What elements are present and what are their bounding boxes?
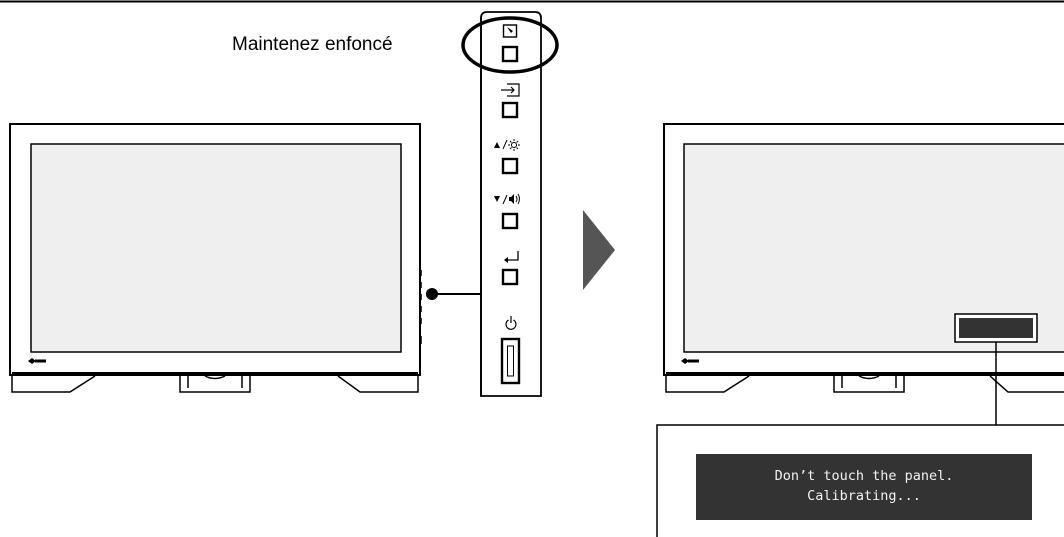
right-monitor — [663, 123, 1064, 393]
osd-message-line1: Don’t touch the panel. — [774, 468, 954, 484]
left-monitor-screen — [30, 143, 402, 353]
left-monitor — [9, 123, 422, 393]
mini-osd — [959, 318, 1033, 338]
enter-button[interactable] — [501, 251, 519, 286]
power-icon — [505, 316, 517, 330]
up-brightness-button[interactable] — [494, 139, 520, 175]
highlight-ellipse — [461, 16, 559, 74]
input-switch-icon — [501, 83, 520, 97]
up-brightness-icon — [494, 139, 520, 151]
osd-message-line2: Calibrating... — [807, 488, 921, 504]
hold-instruction-label: Maintenez enfoncé — [232, 34, 393, 55]
osd-callout-box — [656, 424, 1064, 537]
callout-connector — [426, 288, 481, 300]
power-button[interactable] — [500, 316, 521, 385]
touch-calibration-button[interactable] — [501, 24, 519, 63]
osd-message-panel — [696, 454, 1032, 520]
input-switch-button[interactable] — [501, 83, 520, 119]
enter-icon — [504, 251, 519, 263]
down-volume-button[interactable] — [494, 193, 520, 230]
down-volume-icon — [494, 193, 520, 205]
brand-logo-icon — [681, 358, 699, 364]
osd-message-text: Don’t touch the panel. Calibrating... — [696, 454, 1032, 520]
control-panel — [480, 11, 542, 397]
brand-logo-icon — [28, 358, 46, 364]
next-step-arrow — [583, 210, 615, 290]
touch-calibration-icon — [502, 24, 518, 38]
